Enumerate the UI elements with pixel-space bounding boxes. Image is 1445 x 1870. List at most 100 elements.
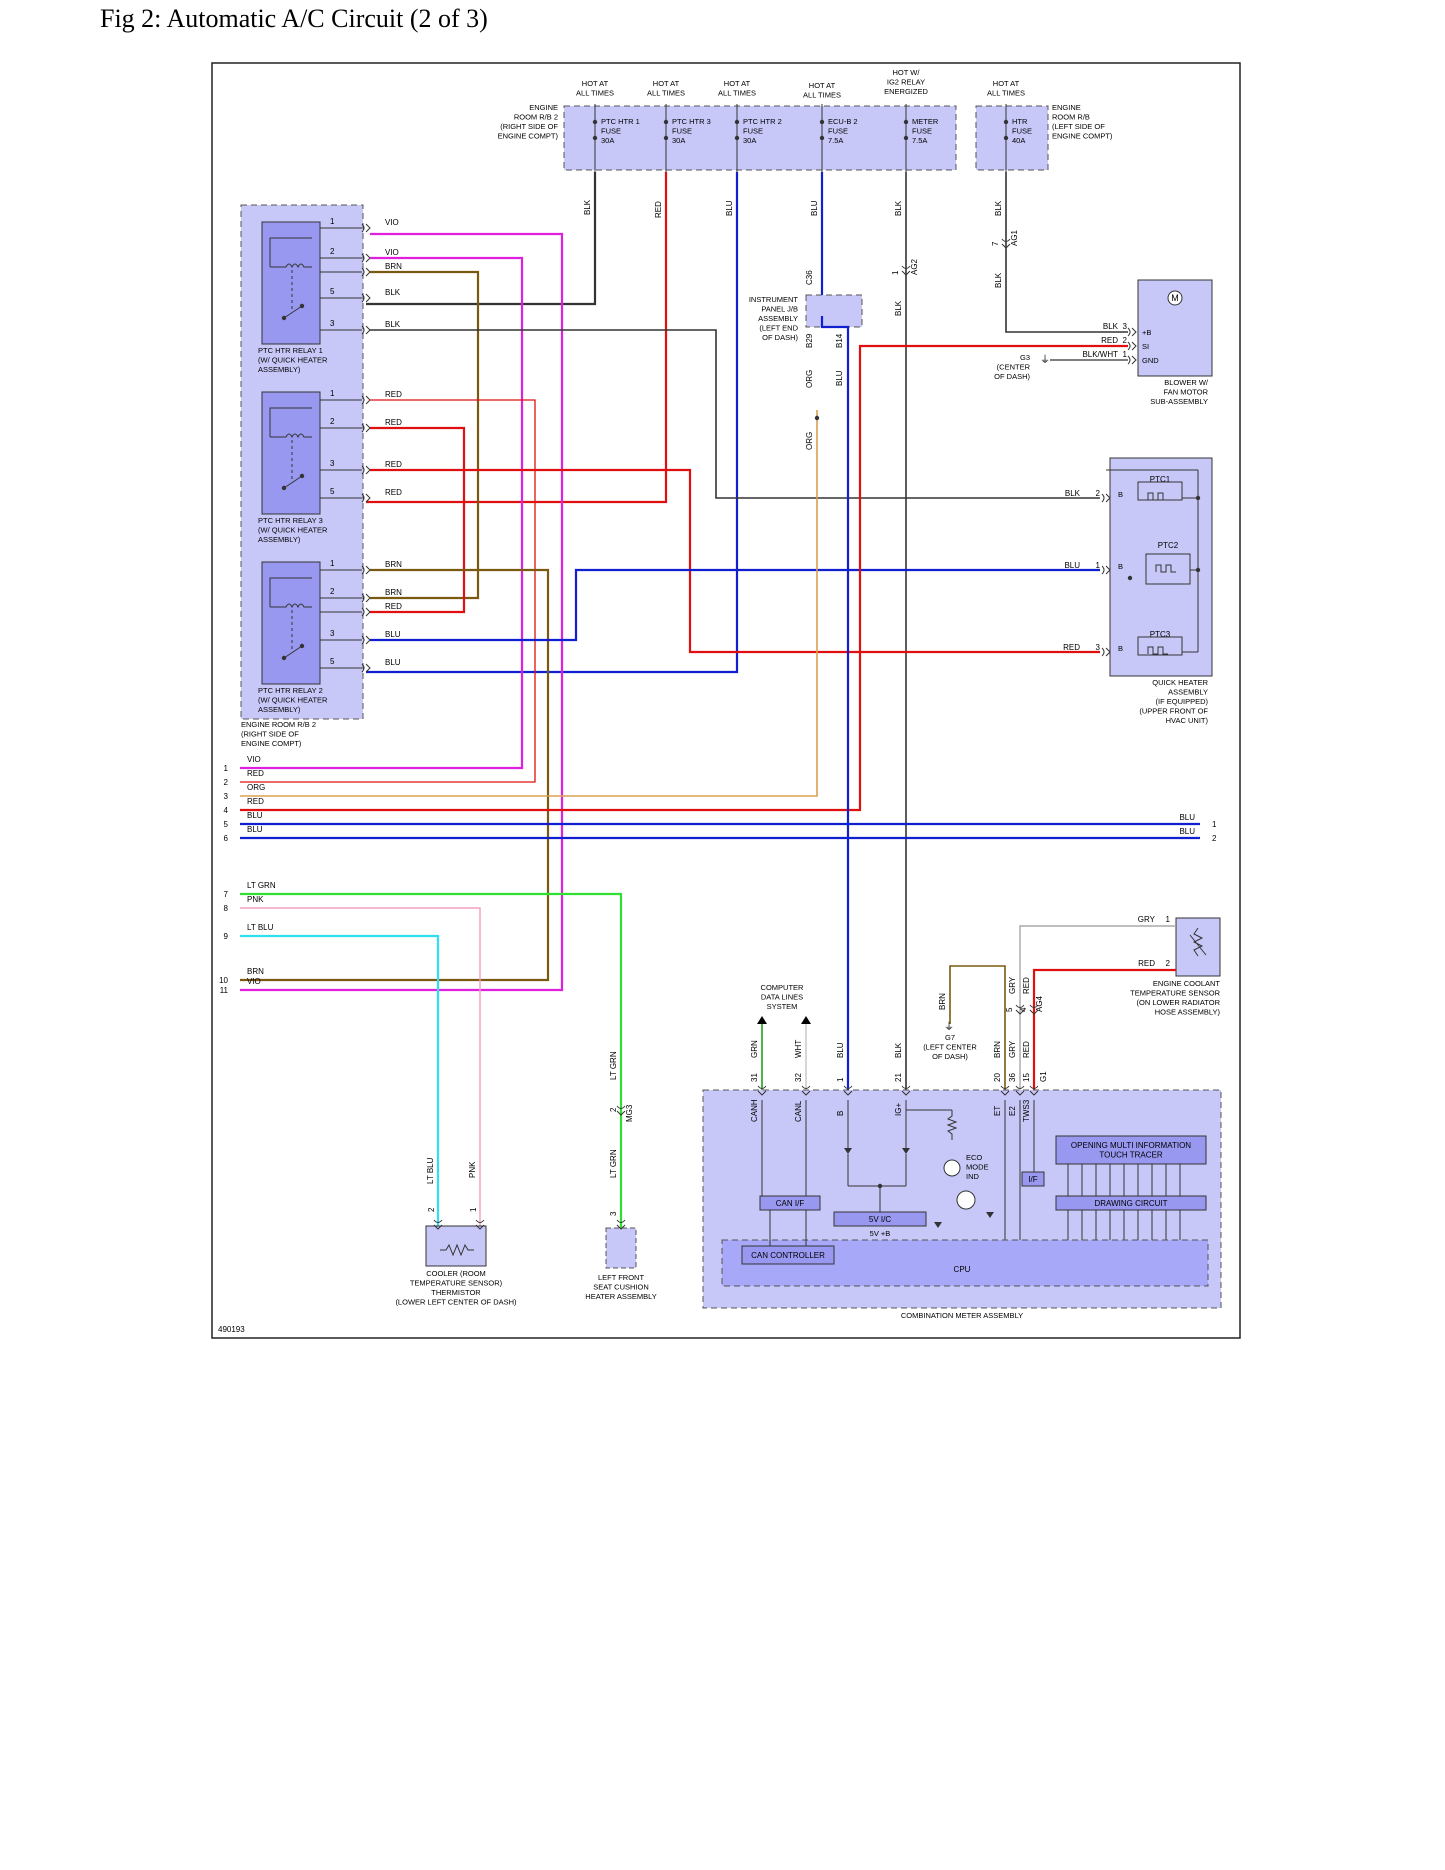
relay-contact xyxy=(299,643,305,649)
wire-label: BLU xyxy=(836,1042,845,1058)
ground-g7-label-line: G7 xyxy=(945,1033,955,1042)
connector-name: B29 xyxy=(805,333,814,348)
blower-label-line: SUB-ASSEMBLY xyxy=(1150,397,1208,406)
fuse-contact xyxy=(592,119,598,125)
eco-resistor xyxy=(946,1110,958,1140)
wire-label: BLU xyxy=(725,200,734,216)
wire-label: BLK xyxy=(894,1042,903,1058)
meter-pin-connector xyxy=(1015,1085,1025,1096)
relay-label-line: ASSEMBLY) xyxy=(258,535,301,544)
wire-label: BLK xyxy=(583,199,592,215)
meter-terminal: CANH xyxy=(750,1099,759,1122)
blower-pin-connector xyxy=(1127,355,1137,365)
connector-name: AG1 xyxy=(1010,229,1019,246)
wire-label: BRN xyxy=(247,967,264,976)
engine-coolant-temperature-sensor xyxy=(1175,917,1221,977)
wire-label: BRN xyxy=(385,560,402,569)
wire-label: BLK xyxy=(894,300,903,316)
fuse-box-2-label-line: ROOM R/B xyxy=(1052,113,1090,122)
thermistor-connector xyxy=(433,1219,443,1230)
wire-label: PNK xyxy=(247,895,264,904)
wire-blu xyxy=(820,316,850,1090)
wire-label: BRN xyxy=(385,588,402,597)
thermistor-pin-number: 2 xyxy=(427,1207,436,1212)
quick-heater-pin-connector xyxy=(1101,493,1111,503)
relay-coil-lead xyxy=(269,577,312,607)
regulator-output-label: 5V +B xyxy=(870,1229,891,1238)
harness-pin-number: 6 xyxy=(224,834,229,843)
wire-label: WHT xyxy=(794,1040,803,1058)
ptc-relay-body xyxy=(261,561,321,685)
relay-pin-connector xyxy=(361,293,371,303)
meter-terminal: IG+ xyxy=(894,1103,903,1116)
quick-heater-label-line: HVAC UNIT) xyxy=(1166,716,1209,725)
relay-label-line: (W/ QUICK HEATER xyxy=(258,526,328,535)
fuse-box-2-label-line: (LEFT SIDE OF xyxy=(1052,122,1105,131)
can-arrow-up xyxy=(801,1016,811,1024)
ptc-heater-icon xyxy=(1155,564,1176,573)
harness-pin-number: 2 xyxy=(1212,834,1217,843)
fuse-contact xyxy=(819,135,825,141)
wire-vio xyxy=(240,232,564,992)
wire-brn xyxy=(240,568,550,982)
connector-name: AG2 xyxy=(910,258,919,275)
relay-contact xyxy=(281,315,287,321)
wire-gry xyxy=(1019,925,1176,1090)
wire-label: LT BLU xyxy=(247,923,274,932)
seat-heater-connector xyxy=(616,1219,626,1230)
meter-pin-number: 15 xyxy=(1022,1073,1031,1082)
meter-pin-connector xyxy=(1000,1085,1010,1096)
if-block xyxy=(1021,1171,1045,1187)
fuse-contact xyxy=(663,119,669,125)
quick-heater-label-line: (UPPER FRONT OF xyxy=(1139,707,1208,716)
can-system-label-line: SYSTEM xyxy=(767,1002,798,1011)
wire-label: RED xyxy=(385,460,402,469)
touch-tracer-label-line: TOUCH TRACER xyxy=(1099,1151,1162,1160)
eco-mode-label-line: IND xyxy=(966,1172,980,1181)
fuse-name-line: HTR xyxy=(1012,117,1028,126)
fuse-hot-label-line: ALL TIMES xyxy=(987,89,1025,98)
seat-heater-pin-number: 3 xyxy=(609,1211,618,1216)
ground-g3-label-line: G3 xyxy=(1020,353,1030,362)
wire-red xyxy=(366,172,668,504)
wire-label: ORG xyxy=(805,432,814,450)
fuse-name-line: FUSE xyxy=(912,127,932,136)
relay-contact xyxy=(281,485,287,491)
ground-g7-label-line: OF DASH) xyxy=(932,1052,968,1061)
relay-pin-number: 3 xyxy=(330,629,335,638)
quick-heater-label-line: (IF EQUIPPED) xyxy=(1155,697,1208,706)
cooler-thermistor-label-line: (LOWER LEFT CENTER OF DASH) xyxy=(395,1298,517,1307)
relay-coil xyxy=(270,263,312,269)
fuse-box-engine-room-rb2 xyxy=(563,105,957,171)
fuse-hot-label-line: HOT AT xyxy=(993,79,1020,88)
engine-room-rb2-label-line: (RIGHT SIDE OF xyxy=(241,730,299,739)
instrument-jb-label-line: PANEL J/B xyxy=(761,305,798,314)
fuse-contact xyxy=(592,135,598,141)
fuse-contact xyxy=(903,119,909,125)
harness-pin-number: 10 xyxy=(219,976,228,985)
ptc-heater-icon xyxy=(1147,492,1168,501)
wire-label: LT GRN xyxy=(609,1051,618,1080)
blower-pin-connector xyxy=(1127,341,1137,351)
wire-brn xyxy=(370,270,480,600)
wire-label: LT BLU xyxy=(426,1157,435,1184)
meter-pin-connector xyxy=(901,1085,911,1096)
fuse-name-line: FUSE xyxy=(743,127,763,136)
eco-driver-transistor xyxy=(956,1190,976,1210)
relay-pin-number: 2 xyxy=(330,587,335,596)
wire-vio xyxy=(240,256,524,770)
wire-label: BLK/WHT xyxy=(1082,350,1118,359)
relay-label-line: PTC HTR RELAY 2 xyxy=(258,686,323,695)
fuse-contact xyxy=(734,135,740,141)
relay-label-line: (W/ QUICK HEATER xyxy=(258,356,328,365)
instrument-jb-label-line: (LEFT END xyxy=(759,324,798,333)
instrument-jb-label-line: ASSEMBLY xyxy=(758,314,798,323)
wire-label: VIO xyxy=(385,248,399,257)
wire-label: RED xyxy=(1101,336,1118,345)
wire-label: RED xyxy=(247,797,264,806)
fuse-box-1-label-line: ROOM R/B 2 xyxy=(514,113,558,122)
connector-mg3 xyxy=(616,1105,626,1116)
wire-red xyxy=(1032,968,1176,1090)
blower-pin-connector xyxy=(1127,327,1137,337)
wire-label: GRY xyxy=(1008,976,1017,994)
